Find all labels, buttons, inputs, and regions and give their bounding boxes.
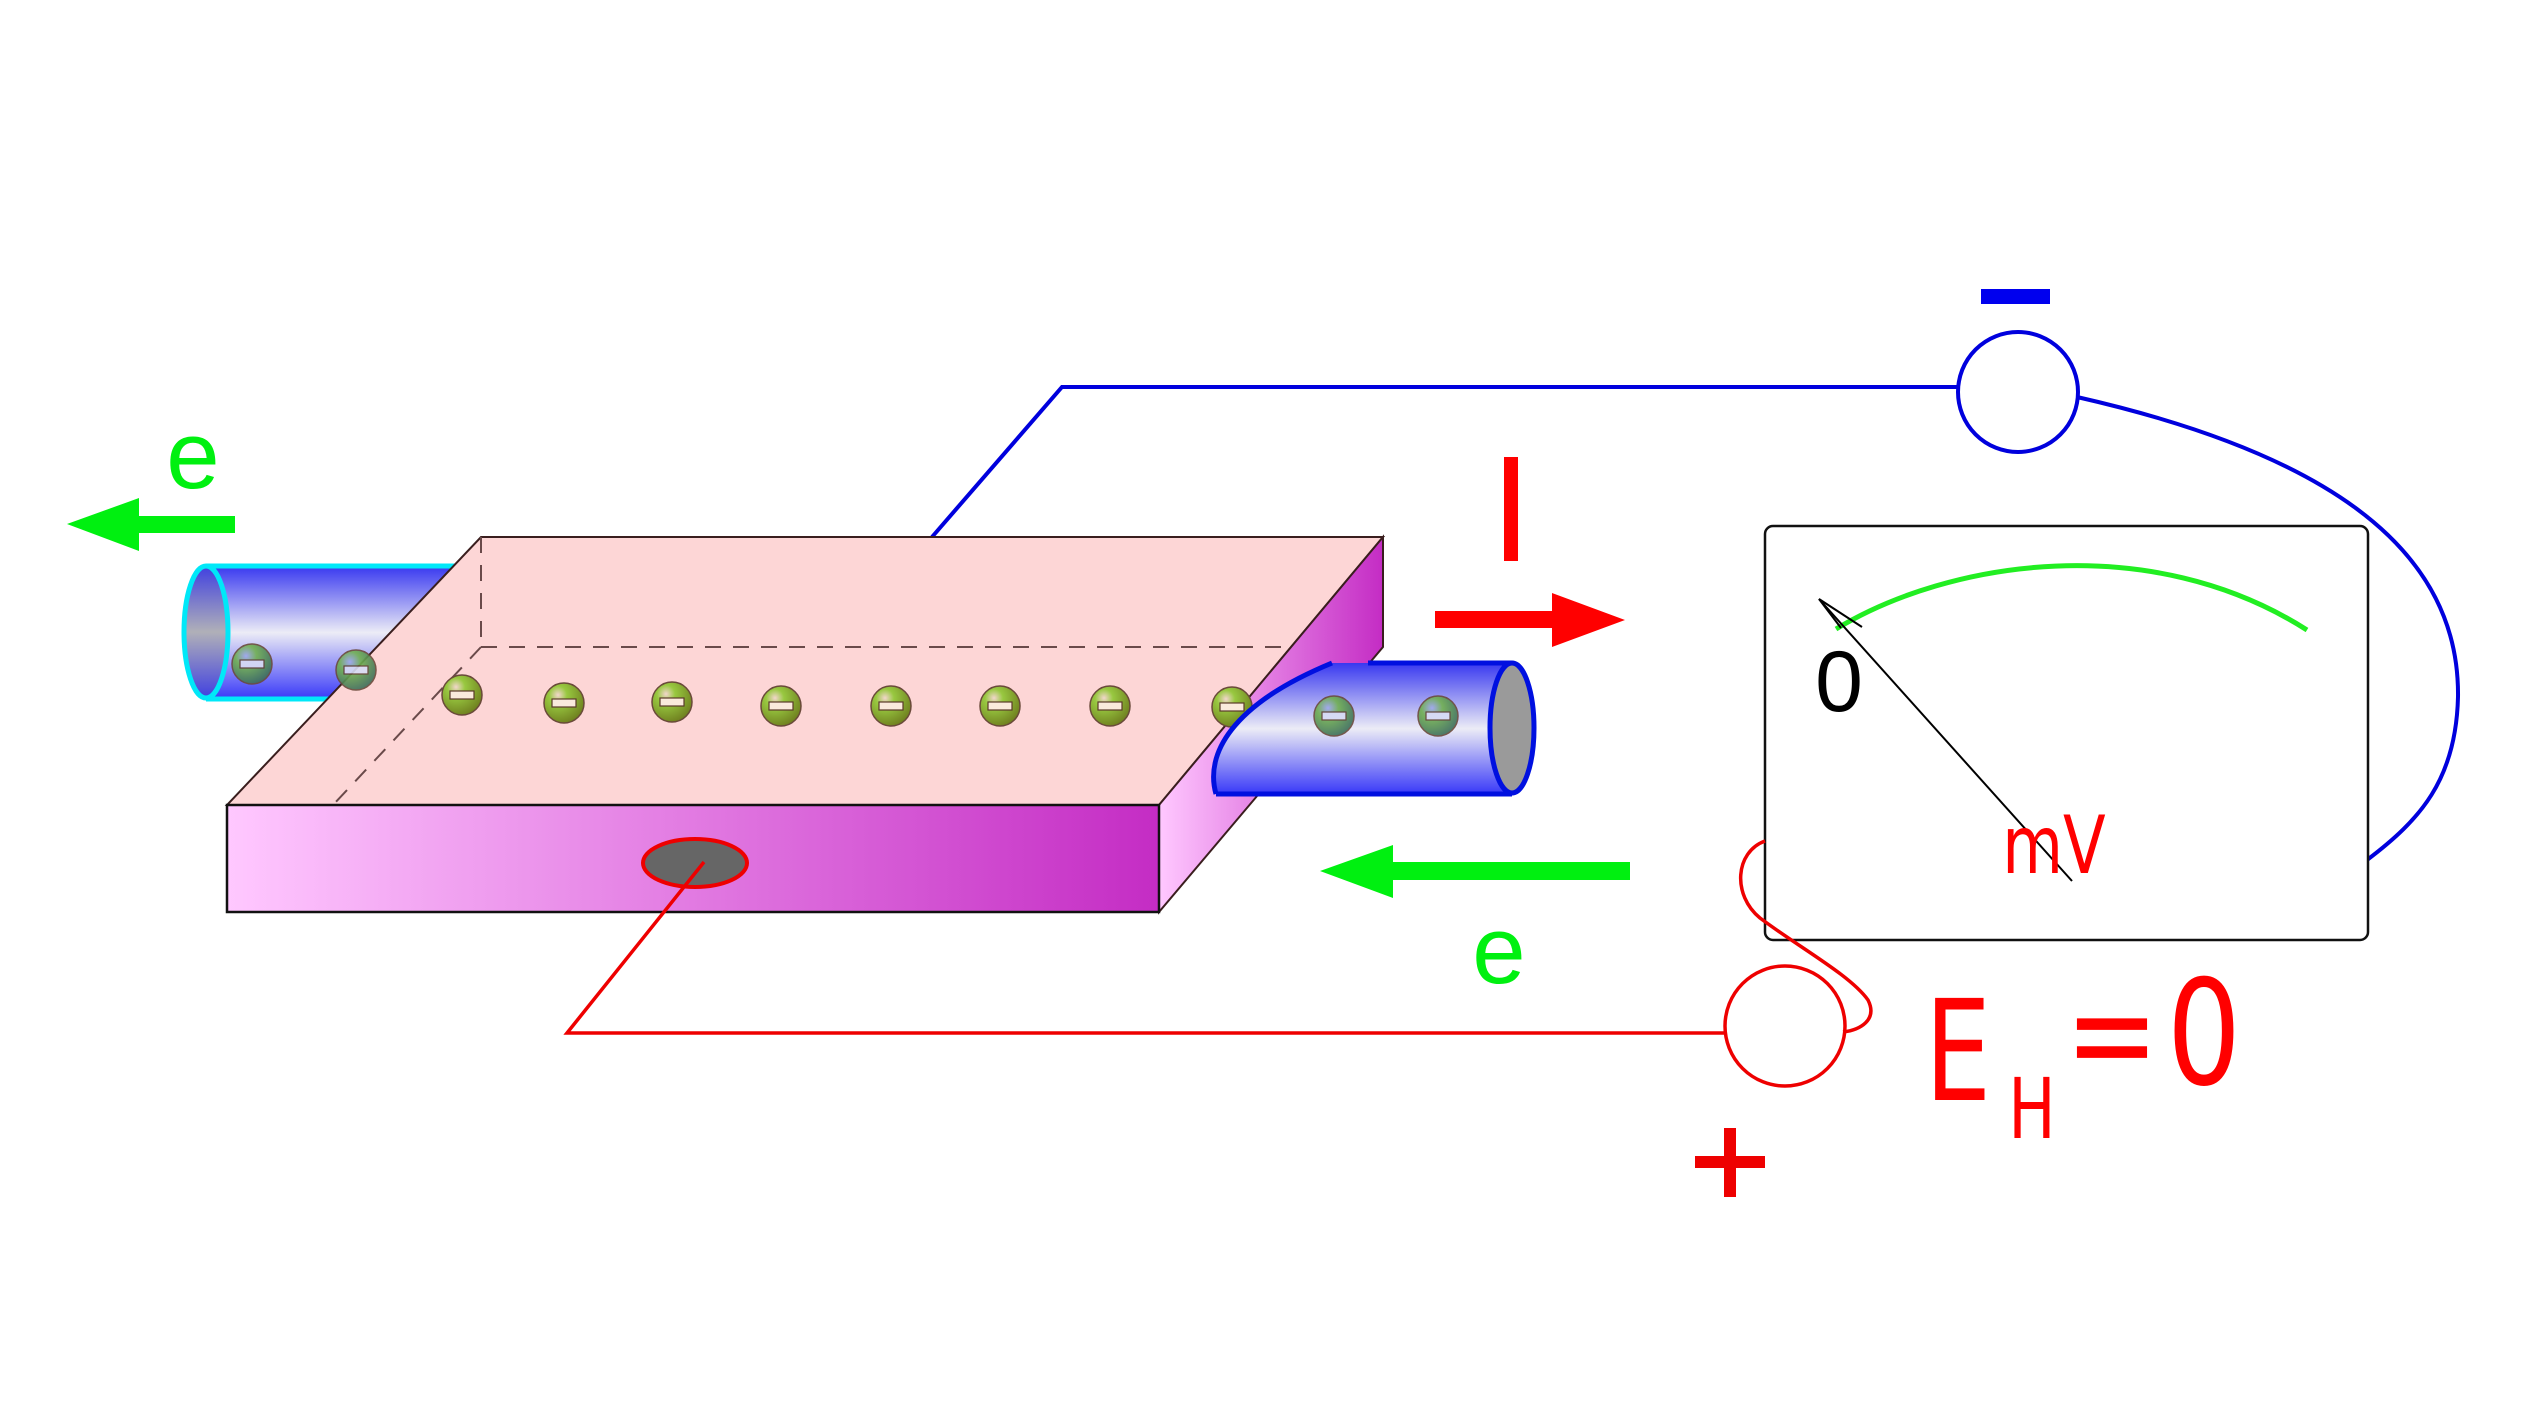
negative-wire-to-meter <box>2076 395 2461 862</box>
electron <box>1089 685 1131 727</box>
hall-field-equals: = <box>2065 952 2159 1115</box>
meter-unit-label: mV <box>2002 798 2105 892</box>
electron <box>543 682 585 724</box>
hall-field-subscript: H <box>2008 1060 2055 1158</box>
negative-wire <box>930 385 1958 539</box>
minus-sign-icon <box>987 701 1013 711</box>
hall-field-equation: E H = 0 <box>1925 949 2241 1158</box>
hall-field-symbol: E <box>1925 971 1991 1134</box>
electron <box>870 685 912 727</box>
electron-in-right-lead <box>1417 695 1459 737</box>
minus-sign-icon <box>1219 702 1245 712</box>
slab-electrons <box>441 674 1253 728</box>
millivoltmeter: 0 mV <box>1763 524 2370 942</box>
minus-sign-icon <box>1097 701 1123 711</box>
electron-flow-arrow-left <box>67 498 235 551</box>
minus-sign-icon <box>239 659 265 669</box>
minus-sign-icon <box>878 701 904 711</box>
positive-wire-to-meter <box>1738 839 1873 1034</box>
electron-in-left-lead <box>335 649 377 691</box>
positive-contact-pad <box>641 837 749 889</box>
electron-in-right-lead <box>1313 695 1355 737</box>
electron-label-bottom: e <box>1472 897 1525 1004</box>
positive-wire <box>563 860 1724 1035</box>
electron-flow-arrow-bottom <box>1320 845 1630 898</box>
positive-terminal[interactable] <box>1723 964 1847 1088</box>
minus-sign-icon <box>768 701 794 711</box>
current-label <box>1504 457 1518 561</box>
minus-sign-icon <box>659 697 685 707</box>
negative-sign <box>1981 289 2050 304</box>
minus-sign-icon <box>343 665 369 675</box>
electron <box>760 685 802 727</box>
meter-needle-arrowhead <box>1818 598 1863 629</box>
right-lead-opening <box>1487 660 1537 796</box>
minus-sign-icon <box>1321 711 1347 721</box>
electron-label-left: e <box>166 402 219 509</box>
meter-zero-label: 0 <box>1815 634 1863 730</box>
electron <box>441 674 483 716</box>
positive-sign <box>1695 1128 1765 1197</box>
minus-sign-icon <box>551 698 577 708</box>
meter-scale-arc <box>1834 563 2309 633</box>
lead-electrons <box>231 643 1459 737</box>
meter-needle <box>1818 598 2073 882</box>
hidden-edges <box>332 537 1292 806</box>
electron <box>979 685 1021 727</box>
minus-sign-icon <box>449 690 475 700</box>
electron-in-left-lead <box>231 643 273 685</box>
current-arrow <box>1435 593 1625 647</box>
left-lead-opening <box>181 563 231 701</box>
negative-terminal[interactable] <box>1956 330 2080 454</box>
minus-sign-icon <box>1425 711 1451 721</box>
electron <box>651 681 693 723</box>
hall-field-value: 0 <box>2167 949 2241 1119</box>
meter-body <box>1763 524 2370 942</box>
